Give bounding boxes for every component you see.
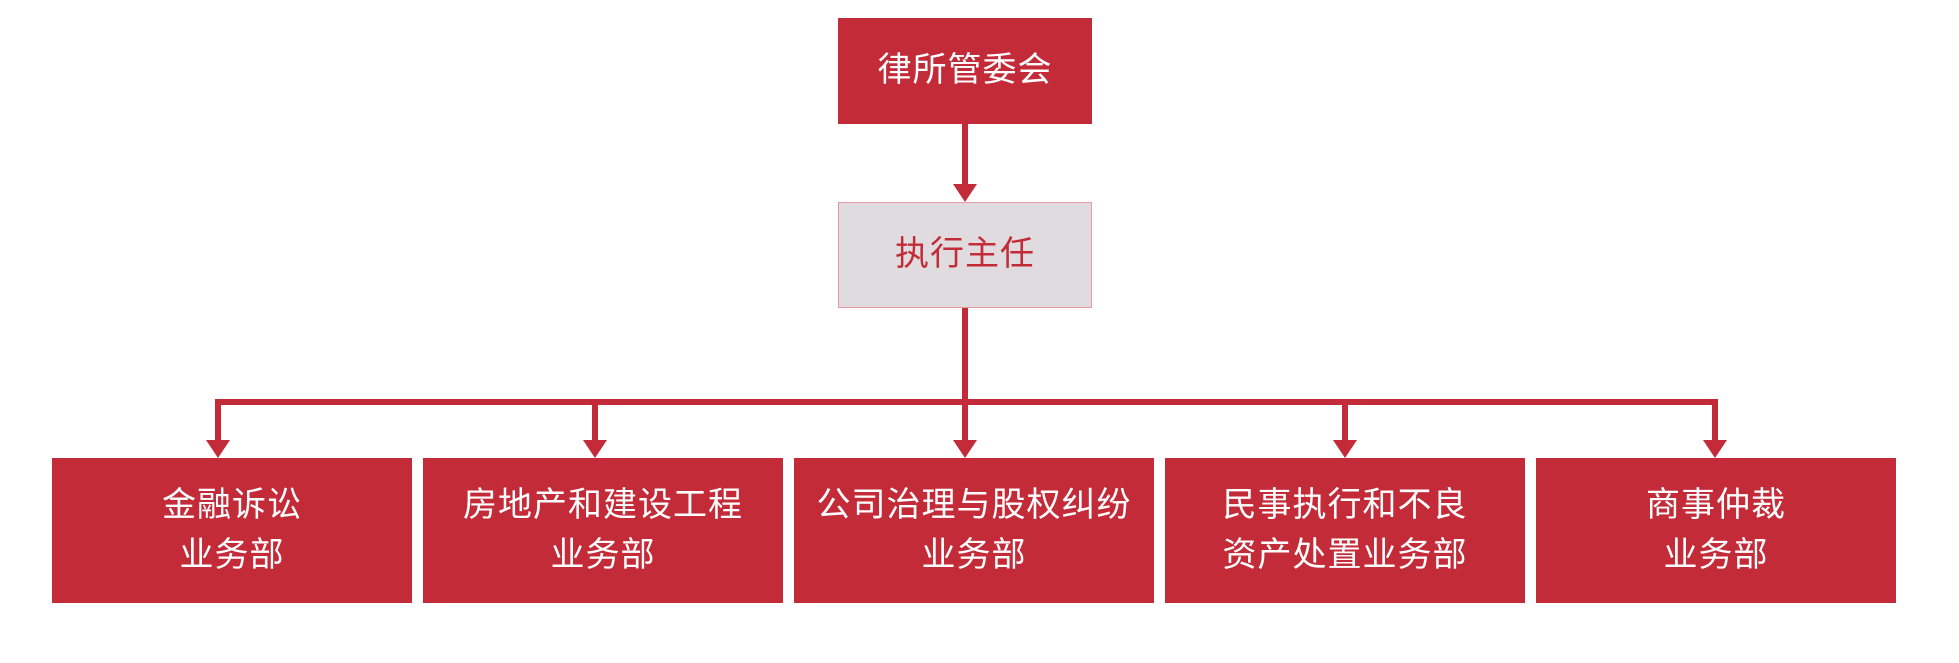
management-committee-label: 律所管委会: [877, 50, 1053, 91]
management-committee-box: 律所管委会: [838, 18, 1092, 124]
executive-director-box: 执行主任: [838, 202, 1092, 308]
arrowhead-dept-5: [1703, 440, 1727, 458]
arrowhead-dept-3: [953, 440, 977, 458]
dept-financial-litigation: 金融诉讼 业务部: [52, 458, 412, 603]
arrowhead-dept-1: [206, 440, 230, 458]
arrowhead-middle: [953, 184, 977, 202]
dept-label-line1: 民事执行和不良: [1222, 485, 1468, 526]
arrowhead-dept-2: [583, 440, 607, 458]
executive-director-label: 执行主任: [895, 234, 1035, 275]
dept-label-line2: 资产处置业务部: [1222, 534, 1468, 575]
dept-label-line1: 商事仲裁: [1646, 485, 1786, 526]
dept-label-line2: 业务部: [1663, 534, 1769, 575]
dept-corporate-governance-equity: 公司治理与股权纠纷 业务部: [794, 458, 1154, 603]
dept-label-line2: 业务部: [179, 534, 285, 575]
arrowhead-dept-4: [1333, 440, 1357, 458]
dept-label-line2: 业务部: [550, 534, 656, 575]
dept-real-estate-construction: 房地产和建设工程 业务部: [423, 458, 783, 603]
dept-commercial-arbitration: 商事仲裁 业务部: [1536, 458, 1896, 603]
dept-label-line1: 金融诉讼: [162, 485, 302, 526]
dept-civil-enforcement-npa: 民事执行和不良 资产处置业务部: [1165, 458, 1525, 603]
dept-label-line2: 业务部: [921, 534, 1027, 575]
dept-label-line1: 公司治理与股权纠纷: [816, 485, 1132, 526]
dept-label-line1: 房地产和建设工程: [463, 485, 743, 526]
